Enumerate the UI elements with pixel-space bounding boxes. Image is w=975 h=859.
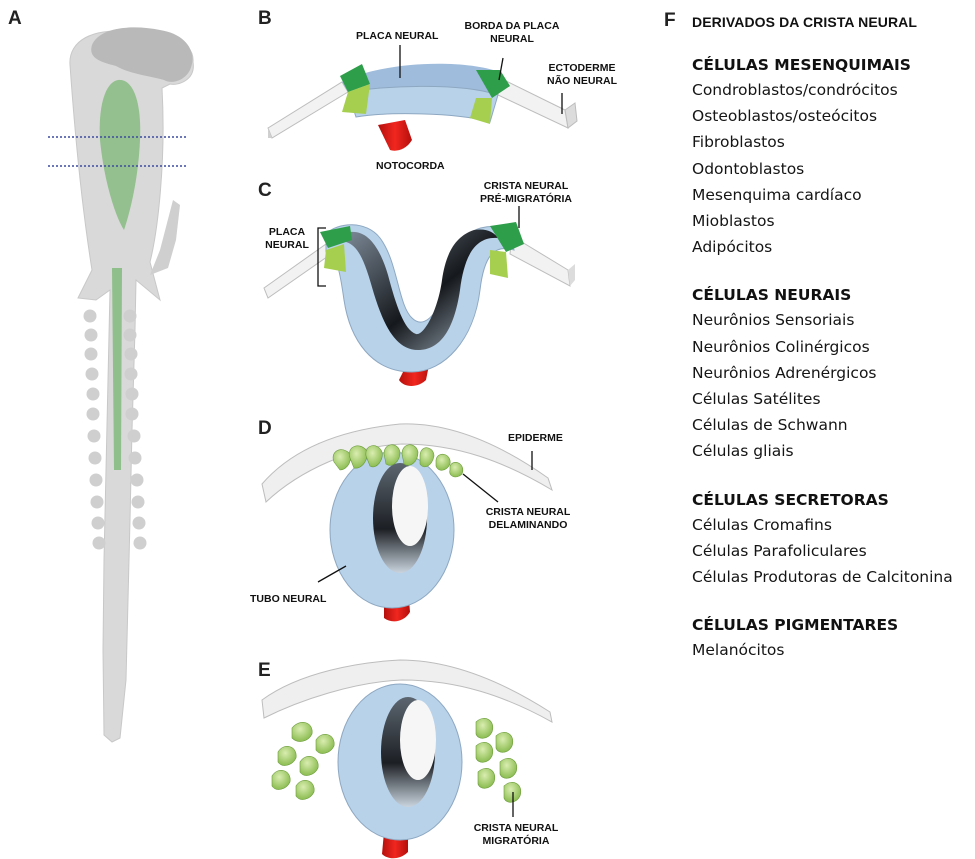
label-crista-e-line1: CRISTA NEURAL: [458, 822, 574, 835]
label-crista-d-line2: DELAMINANDO: [470, 519, 586, 532]
panel-letter-c: C: [258, 180, 272, 202]
label-crista-c-line2: PRÉ-MIGRATÓRIA: [468, 193, 584, 206]
label-epiderme: EPIDERME: [508, 432, 563, 445]
category-item: Células gliais: [692, 438, 953, 464]
panel-letter-f: F: [664, 10, 676, 32]
label-crista-delaminando: CRISTA NEURAL DELAMINANDO: [470, 506, 586, 532]
label-placa-c-line2: NEURAL: [262, 239, 312, 252]
label-notocorda: NOTOCORDA: [376, 160, 445, 173]
label-borda-placa-line2: NEURAL: [462, 33, 562, 46]
derivatives-categories: CÉLULAS MESENQUIMAIS Condroblastos/condr…: [692, 32, 953, 663]
notochord-b: [378, 120, 412, 151]
label-placa-c-line1: PLACA: [262, 226, 312, 239]
category-item: Células Satélites: [692, 386, 953, 412]
label-crista-pre-migratoria: CRISTA NEURAL PRÉ-MIGRATÓRIA: [468, 180, 584, 206]
category-item: Células Cromafins: [692, 512, 953, 538]
label-placa-neural-c: PLACA NEURAL: [262, 226, 312, 252]
category-item: Neurônios Adrenérgicos: [692, 360, 953, 386]
label-crista-migratoria: CRISTA NEURAL MIGRATÓRIA: [458, 822, 574, 848]
panel-b-diagram: [268, 45, 577, 151]
category-neurais: CÉLULAS NEURAIS Neurônios Sensoriais Neu…: [692, 286, 953, 464]
panel-letter-e: E: [258, 660, 271, 682]
category-item: Neurônios Sensoriais: [692, 307, 953, 333]
category-mesenquimais: CÉLULAS MESENQUIMAIS Condroblastos/condr…: [692, 56, 953, 260]
category-item: Células Parafoliculares: [692, 538, 953, 564]
category-item: Neurônios Colinérgicos: [692, 334, 953, 360]
category-pigmentares: CÉLULAS PIGMENTARES Melanócitos: [692, 616, 953, 663]
category-heading: CÉLULAS PIGMENTARES: [692, 616, 953, 634]
label-placa-neural-b: PLACA NEURAL: [356, 30, 438, 43]
category-heading: CÉLULAS MESENQUIMAIS: [692, 56, 953, 74]
category-heading: CÉLULAS NEURAIS: [692, 286, 953, 304]
label-crista-c-line1: CRISTA NEURAL: [468, 180, 584, 193]
category-item: Osteoblastos/osteócitos: [692, 103, 953, 129]
category-item: Fibroblastos: [692, 129, 953, 155]
label-ectoderme-line1: ECTODERME: [536, 62, 628, 75]
panel-letter-a: A: [8, 8, 22, 30]
panel-letter-b: B: [258, 8, 272, 30]
category-item: Odontoblastos: [692, 156, 953, 182]
crest-cells-migratory-right: [476, 718, 521, 802]
label-ectoderme-line2: NÃO NEURAL: [536, 75, 628, 88]
label-tubo-neural: TUBO NEURAL: [250, 593, 326, 606]
category-heading: CÉLULAS SECRETORAS: [692, 491, 953, 509]
category-item: Células Produtoras de Calcitonina: [692, 564, 953, 590]
label-ectoderme: ECTODERME NÃO NEURAL: [536, 62, 628, 88]
label-borda-placa: BORDA DA PLACA NEURAL: [462, 20, 562, 46]
embryo-illustration: [48, 27, 193, 742]
panel-letter-d: D: [258, 418, 272, 440]
derivatives-title: DERIVADOS DA CRISTA NEURAL: [692, 14, 917, 30]
crest-cells-migratory-left: [272, 722, 334, 799]
category-item: Adipócitos: [692, 234, 953, 260]
category-secretoras: CÉLULAS SECRETORAS Células Cromafins Cél…: [692, 491, 953, 591]
category-item: Melanócitos: [692, 637, 953, 663]
category-item: Mesenquima cardíaco: [692, 182, 953, 208]
category-item: Condroblastos/condrócitos: [692, 77, 953, 103]
category-item: Mioblastos: [692, 208, 953, 234]
label-crista-d-line1: CRISTA NEURAL: [470, 506, 586, 519]
label-crista-e-line2: MIGRATÓRIA: [458, 835, 574, 848]
category-item: Células de Schwann: [692, 412, 953, 438]
label-borda-placa-line1: BORDA DA PLACA: [462, 20, 562, 33]
